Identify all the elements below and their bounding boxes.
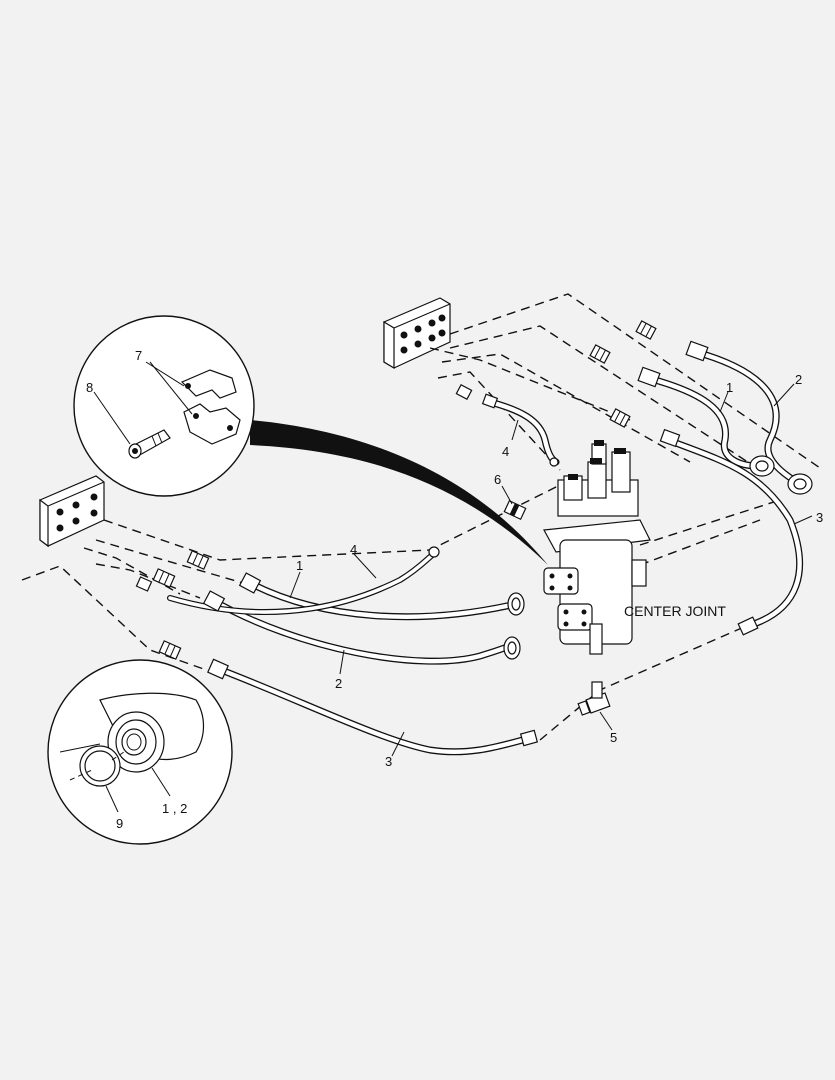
label-7: 7 xyxy=(135,348,142,363)
fitting-5 xyxy=(577,681,611,716)
upper-dashed-lines xyxy=(429,293,821,471)
detail-circle-flange xyxy=(73,315,548,565)
center-joint-label: CENTER JOINT xyxy=(624,603,726,619)
upper-hoses xyxy=(481,340,813,636)
label-9: 9 xyxy=(116,816,123,831)
label-2-upper: 2 xyxy=(795,372,802,387)
label-8: 8 xyxy=(86,380,93,395)
label-3-lower: 3 xyxy=(385,754,392,769)
detail-circle-seal xyxy=(47,659,233,845)
lower-valve-block xyxy=(39,475,105,548)
lower-hoses xyxy=(167,546,539,756)
label-3-upper: 3 xyxy=(816,510,823,525)
split-flange-icon xyxy=(180,369,241,445)
label-4-lower: 4 xyxy=(350,542,357,557)
bolt-icon xyxy=(128,429,171,459)
label-1-upper: 1 xyxy=(726,380,733,395)
lower-fittings xyxy=(135,550,210,660)
fitting-6 xyxy=(503,499,527,521)
center-joint-assembly xyxy=(543,440,651,655)
upper-valve-block xyxy=(383,297,451,370)
label-6: 6 xyxy=(494,472,501,487)
upper-fittings xyxy=(455,320,657,428)
leader-lines xyxy=(289,383,813,757)
label-4-upper: 4 xyxy=(502,444,509,459)
callout-labels: 1 2 3 4 6 1 4 2 3 5 7 8 9 1 , 2 CENTER J… xyxy=(86,348,823,831)
label-2-lower: 2 xyxy=(335,676,342,691)
label-5: 5 xyxy=(610,730,617,745)
label-1-2: 1 , 2 xyxy=(162,801,187,816)
label-1-lower: 1 xyxy=(296,558,303,573)
